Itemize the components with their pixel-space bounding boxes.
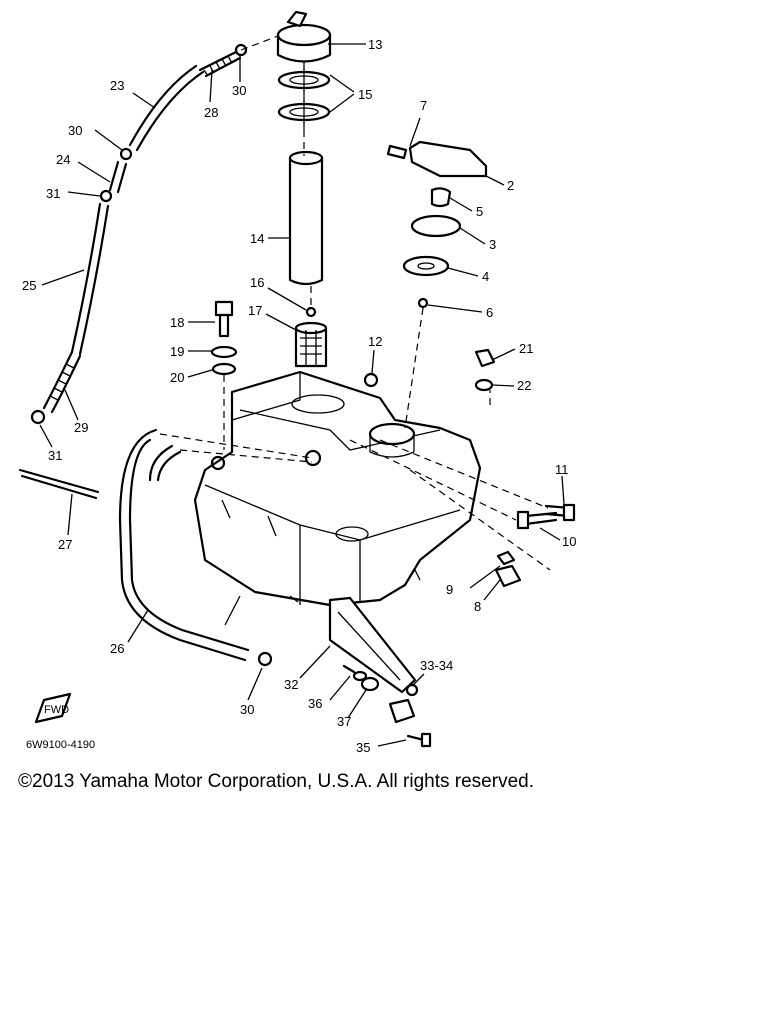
tank-bolt-set (210, 300, 238, 376)
copyright-notice: ©2013 Yamaha Motor Corporation, U.S.A. A… (18, 771, 534, 792)
callout-36: 36 (308, 696, 322, 711)
callout-25: 25 (22, 278, 36, 293)
callout-26: 26 (110, 641, 124, 656)
callout-30-left: 30 (68, 123, 82, 138)
callout-2: 2 (507, 178, 514, 193)
callout-30-bottom: 30 (240, 702, 254, 717)
fuel-strainer (294, 306, 328, 368)
callout-14: 14 (250, 231, 264, 246)
front-direction-marker: FWD (34, 692, 72, 724)
callout-6: 6 (486, 305, 493, 320)
callout-32: 32 (284, 677, 298, 692)
callout-24: 24 (56, 152, 70, 167)
callout-12: 12 (368, 334, 382, 349)
callout-18: 18 (170, 315, 184, 330)
callout-13: 13 (368, 37, 382, 52)
part-callouts: 13 15 7 2 5 3 4 6 14 16 17 18 19 20 12 2… (22, 37, 576, 755)
callout-8: 8 (474, 599, 481, 614)
callout-35: 35 (356, 740, 370, 755)
callout-31-top: 31 (46, 186, 60, 201)
tank-cap-assembly (386, 140, 488, 309)
callout-10: 10 (562, 534, 576, 549)
callout-4: 4 (482, 269, 489, 284)
callout-23: 23 (110, 78, 124, 93)
fuel-hoses (18, 43, 273, 667)
mounting-bracket (328, 596, 432, 748)
callout-21: 21 (519, 341, 533, 356)
callout-20: 20 (170, 370, 184, 385)
callout-33-34: 33-34 (420, 658, 453, 673)
callout-28: 28 (204, 105, 218, 120)
callout-27: 27 (58, 537, 72, 552)
small-hardware (210, 348, 576, 588)
callout-7: 7 (420, 98, 427, 113)
explosion-lines (159, 35, 551, 571)
fuel-tank-exploded-diagram: FWD 13 15 7 2 5 3 4 6 14 16 17 18 19 20 … (18, 10, 576, 755)
callout-37: 37 (337, 714, 351, 729)
callout-11: 11 (555, 462, 569, 477)
callout-9: 9 (446, 582, 453, 597)
callout-31-bottom: 31 (48, 448, 62, 463)
callout-29: 29 (74, 420, 88, 435)
leader-lines (39, 43, 565, 747)
callout-15: 15 (358, 87, 372, 102)
callout-5: 5 (476, 204, 483, 219)
callout-3: 3 (489, 237, 496, 252)
fuel-tank (193, 370, 482, 607)
callout-19: 19 (170, 344, 184, 359)
callout-17: 17 (248, 303, 262, 318)
front-marker-label: FWD (44, 704, 69, 716)
callout-22: 22 (517, 378, 531, 393)
drawing-code: 6W9100-4190 (26, 739, 95, 751)
fuel-cock-assembly (276, 10, 332, 286)
callout-16: 16 (250, 275, 264, 290)
callout-30-top: 30 (232, 83, 246, 98)
